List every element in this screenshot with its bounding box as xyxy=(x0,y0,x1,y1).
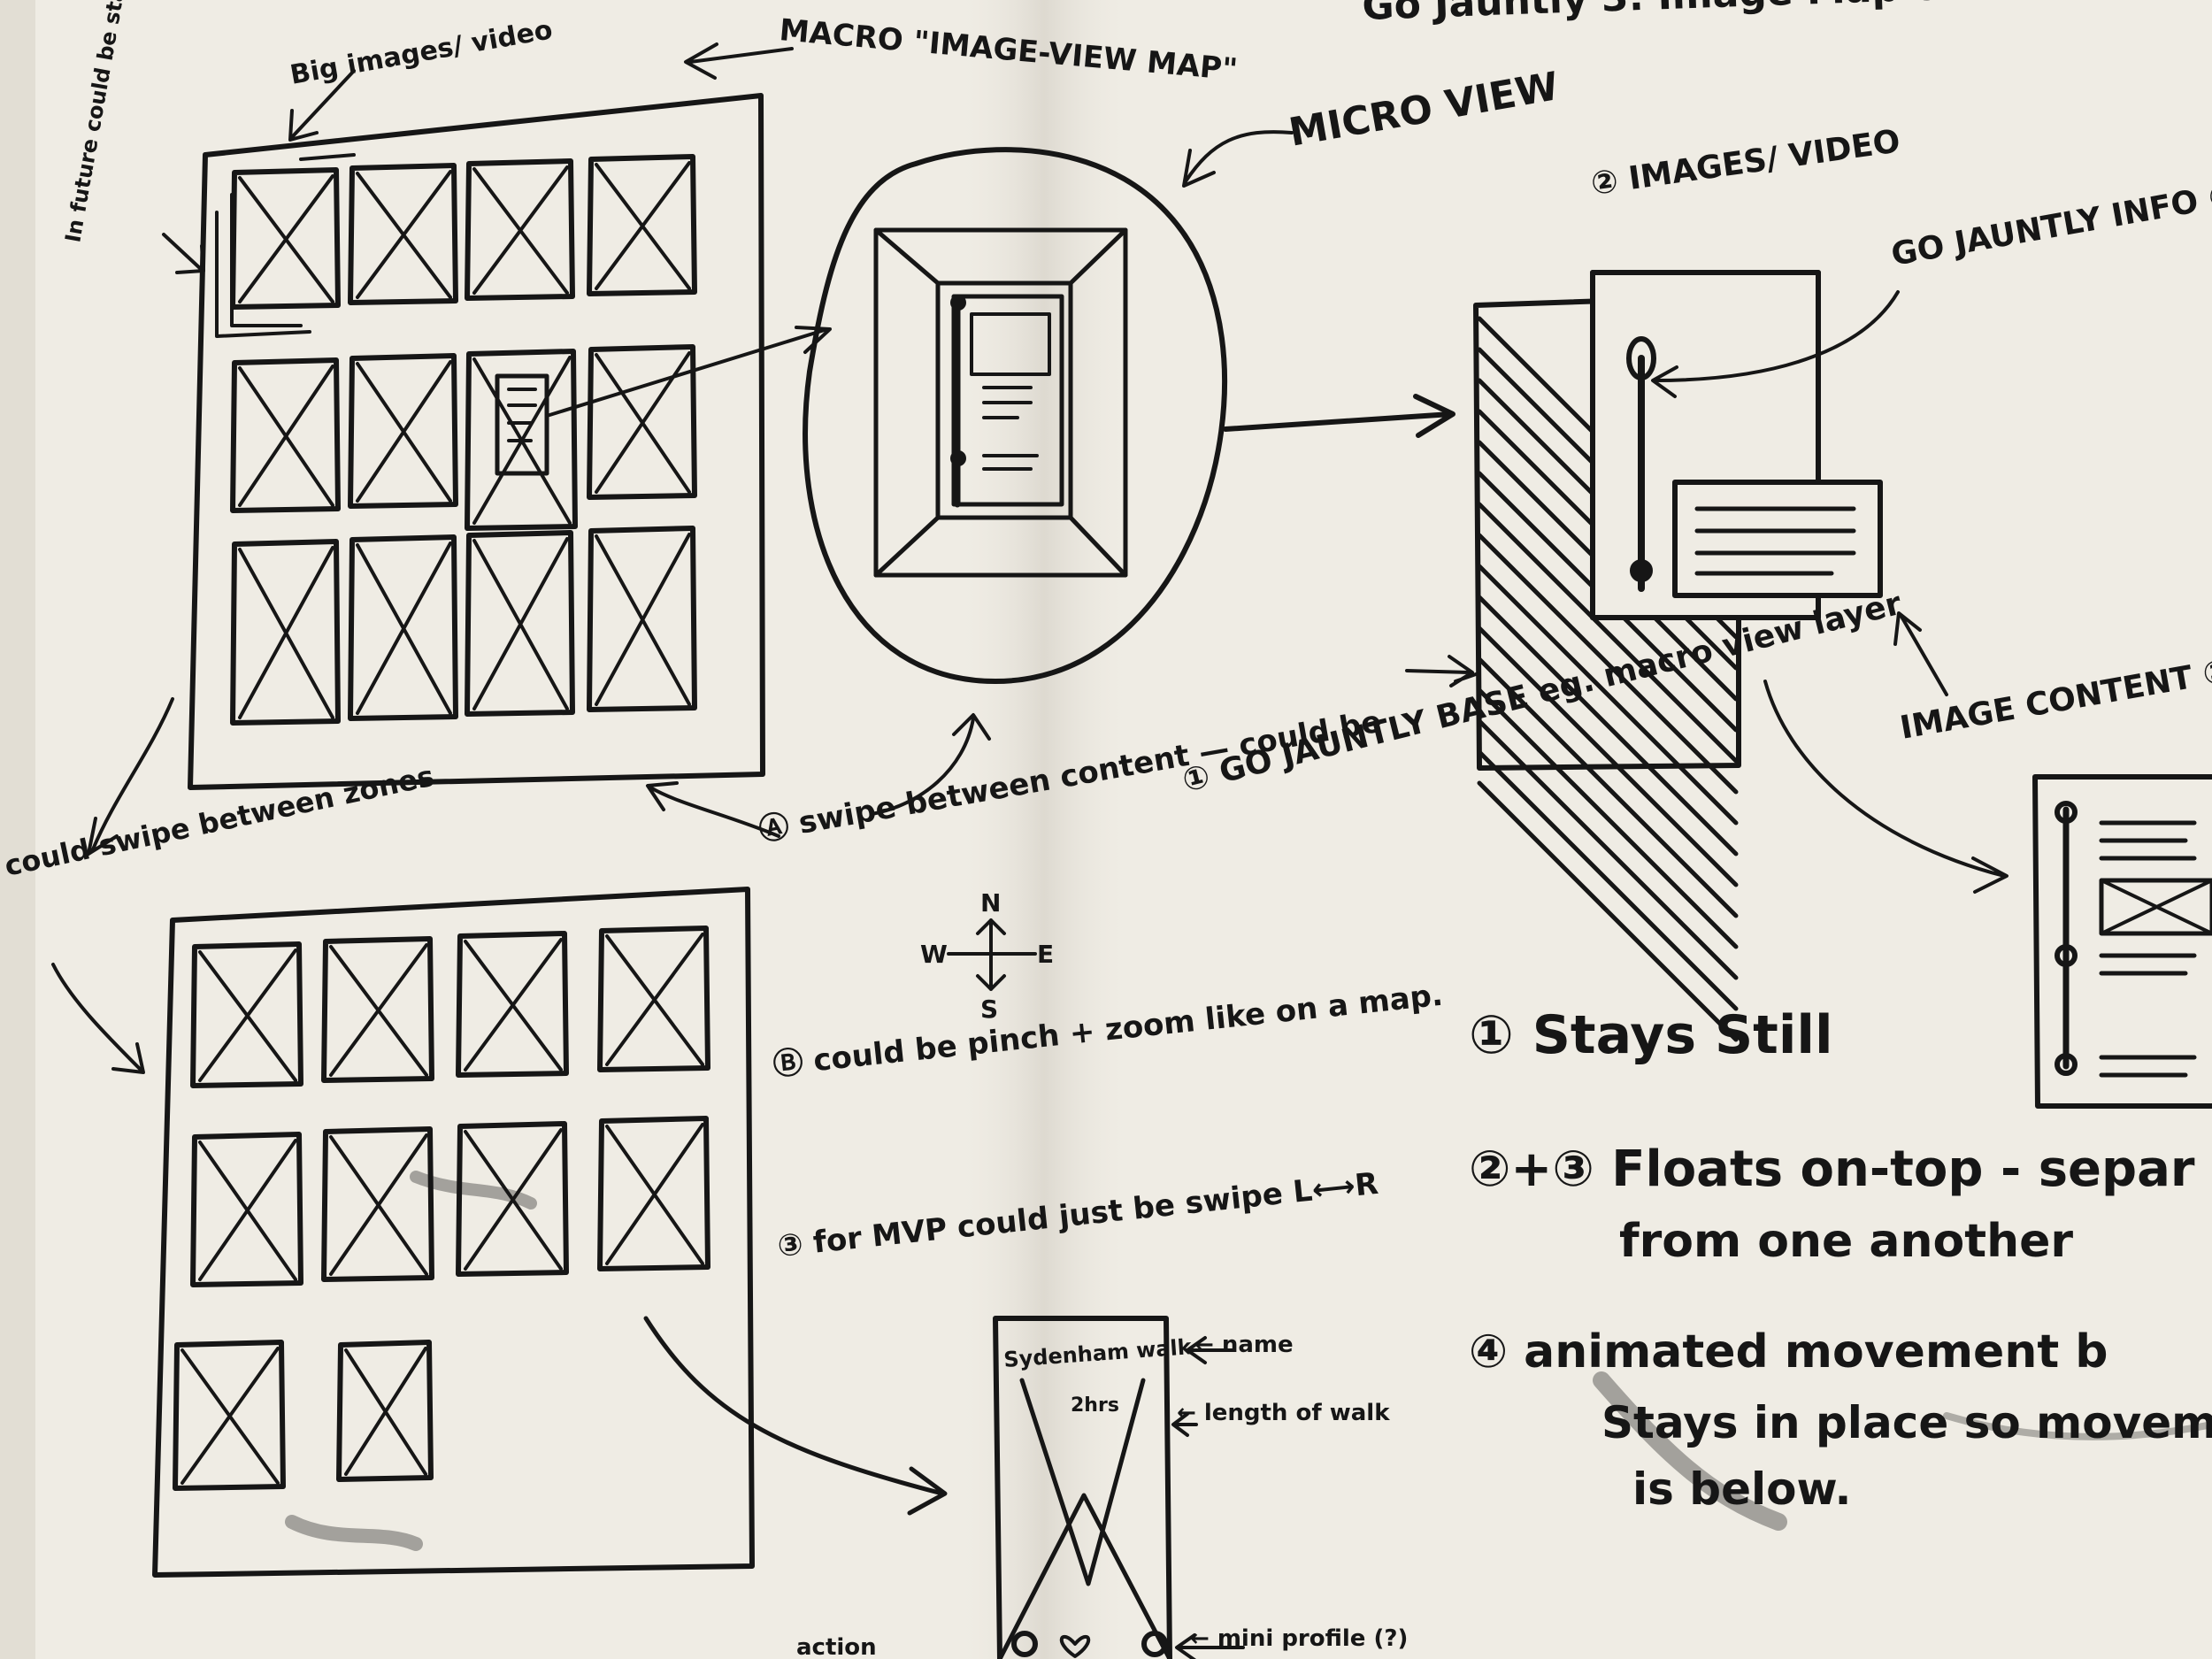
hatch-line xyxy=(1477,749,1739,1011)
zone-tile xyxy=(336,1340,434,1482)
content-phone xyxy=(2032,774,2212,1109)
arrow-macro xyxy=(684,42,794,80)
zone-tile xyxy=(597,1116,710,1271)
list-item-2a: ②+③ Floats on-top - separ xyxy=(1469,1141,2195,1198)
page-edge xyxy=(0,0,35,1659)
images-video-label: ② IMAGES/ VIDEO xyxy=(1589,123,1902,203)
zone-tile xyxy=(173,1340,286,1491)
future-stacked-label: In future could be stacked into "walk ty… xyxy=(60,0,176,244)
list-item-3c: is below. xyxy=(1632,1463,1852,1515)
page-title: Go Jauntly 3: Image Map content displa xyxy=(1362,0,2212,29)
walk-card xyxy=(993,1316,1245,1659)
zone-tile xyxy=(456,931,569,1078)
arrow-zones-down xyxy=(51,963,145,1074)
list-item-3a: ④ animated movement b xyxy=(1469,1325,2108,1379)
arrow-swipe-right xyxy=(870,713,991,816)
compass-n: N xyxy=(980,888,1001,918)
zone-tile xyxy=(190,1132,303,1287)
zone-tile xyxy=(456,1121,569,1277)
macro-tile xyxy=(587,526,697,712)
macro-tile xyxy=(587,154,697,296)
walk-action-label: action xyxy=(796,1634,877,1659)
compass xyxy=(947,918,1037,991)
hatch-line xyxy=(1477,780,1739,1042)
hatch-line xyxy=(1477,687,1739,949)
hatch-line xyxy=(1477,657,1739,918)
arrow-stacked xyxy=(162,233,205,274)
go-jauntly-info-label: GO JAUNTLY INFO ④ xyxy=(1888,177,2212,273)
layered-screen xyxy=(1405,270,2008,1042)
macro-tile xyxy=(465,530,575,717)
micro-view xyxy=(803,147,1228,684)
hatch-line xyxy=(1477,626,1739,887)
list-smudge xyxy=(1593,1371,2212,1531)
macro-tile xyxy=(230,539,341,726)
arrow-zones-up xyxy=(87,697,174,856)
walk-duration: 2hrs xyxy=(1071,1394,1119,1417)
macro-tile xyxy=(348,163,458,305)
arrow-to-layers xyxy=(1223,394,1455,438)
macro-tile xyxy=(348,534,458,721)
macro-tile xyxy=(465,158,575,301)
zone-tile xyxy=(321,1126,434,1282)
list-item-3b: Stays in place so movem xyxy=(1601,1397,2212,1448)
compass-e: E xyxy=(1037,940,1054,969)
hatch-line xyxy=(1477,533,1739,795)
hatch-line xyxy=(1477,595,1739,856)
walk-length-label: ← length of walk xyxy=(1177,1400,1390,1426)
zone-tile xyxy=(597,926,710,1072)
macro-tile xyxy=(230,167,341,310)
zone-grid xyxy=(152,887,948,1578)
walk-name-label: ← name xyxy=(1194,1332,1294,1358)
micro-view-label: MICRO VIEW xyxy=(1286,64,1562,156)
arrow-swipe-left xyxy=(646,781,780,838)
macro-tile xyxy=(348,353,458,509)
arrow-micro xyxy=(1182,130,1294,188)
compass-w: W xyxy=(920,940,948,969)
arrow-big-images xyxy=(288,69,356,161)
zone-tile xyxy=(321,936,434,1083)
list-item-2b: from one another xyxy=(1619,1215,2073,1268)
macro-image-map xyxy=(188,93,832,790)
page-fold xyxy=(956,0,1133,1659)
macro-tile xyxy=(230,357,341,513)
hatch-line xyxy=(1477,502,1739,764)
zone-tile xyxy=(190,941,303,1088)
compass-s: S xyxy=(980,995,998,1024)
macro-tile xyxy=(587,344,697,500)
hatch-line xyxy=(1477,718,1739,980)
image-content-label: IMAGE CONTENT ③ xyxy=(1897,653,2212,747)
hatch-line xyxy=(1477,564,1739,826)
list-item-1: ① Stays Still xyxy=(1469,1004,1833,1066)
swipe-zones-label: could swipe between zones xyxy=(2,759,437,883)
big-images-label: Big images/ video xyxy=(288,14,555,91)
walk-profile-label: ← mini profile (?) xyxy=(1190,1625,1408,1652)
